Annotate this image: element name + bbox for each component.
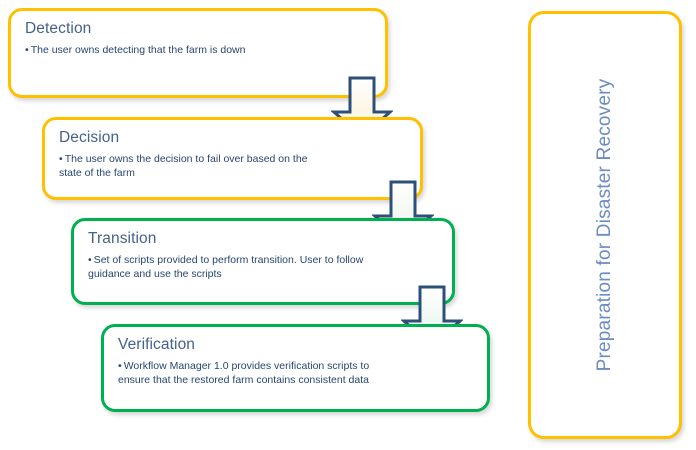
stage-bullet-transition: •Set of scripts provided to perform tran… — [88, 254, 367, 281]
stage-bullet-decision: •The user owns the decision to fail over… — [59, 153, 315, 180]
side-banner-panel: Preparation for Disaster Recovery — [528, 11, 682, 439]
stage-box-detection[interactable]: Detection •The user owns detecting that … — [8, 8, 388, 98]
bullet-glyph-icon: • — [25, 44, 29, 56]
bullet-glyph-icon: • — [88, 254, 92, 266]
stage-bullet-text-decision: The user owns the decision to fail over … — [59, 153, 308, 179]
stage-title-detection: Detection — [25, 20, 92, 37]
stage-title-verification: Verification — [118, 336, 196, 353]
stage-bullet-verification: •Workflow Manager 1.0 provides verificat… — [118, 360, 377, 387]
stage-title-transition: Transition — [88, 230, 157, 247]
stage-box-verification[interactable]: Verification •Workflow Manager 1.0 provi… — [101, 324, 490, 412]
stage-box-decision[interactable]: Decision •The user owns the decision to … — [42, 117, 423, 200]
stage-bullet-text-detection: The user owns detecting that the farm is… — [30, 44, 246, 56]
side-banner-title: Preparation for Disaster Recovery — [594, 78, 615, 372]
bullet-glyph-icon: • — [59, 153, 63, 165]
stage-box-transition[interactable]: Transition •Set of scripts provided to p… — [71, 218, 455, 305]
stage-bullet-text-verification: Workflow Manager 1.0 provides verificati… — [118, 360, 370, 386]
stage-title-decision: Decision — [59, 129, 120, 146]
bullet-glyph-icon: • — [118, 360, 122, 372]
stage-bullet-detection: •The user owns detecting that the farm i… — [25, 44, 373, 58]
stage-bullet-text-transition: Set of scripts provided to perform trans… — [88, 254, 364, 280]
